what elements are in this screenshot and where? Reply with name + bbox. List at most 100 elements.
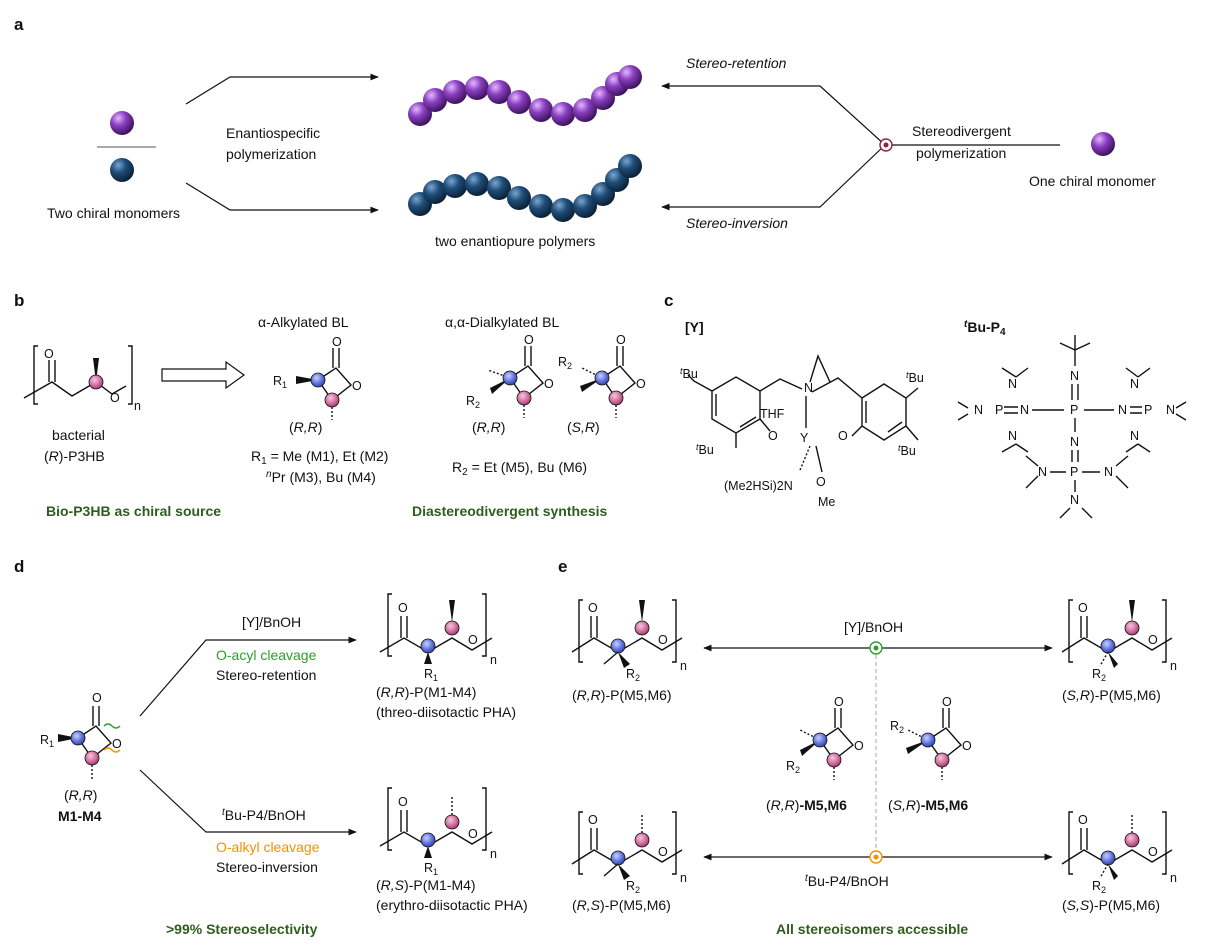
panel-d-letter: d <box>14 557 24 576</box>
svg-text:tBu: tBu <box>906 370 924 385</box>
svg-text:O: O <box>658 845 668 859</box>
svg-text:P: P <box>995 403 1003 417</box>
arrow-stereo-retention <box>661 82 886 146</box>
svg-text:N: N <box>1070 369 1079 383</box>
d-monomer-name: M1-M4 <box>58 808 102 824</box>
arrow-to-purple-polymer <box>185 73 379 105</box>
svg-text:O: O <box>468 827 478 841</box>
p4-label: tBu-P4 <box>964 319 1006 338</box>
svg-text:N: N <box>1008 429 1017 443</box>
svg-text:R1: R1 <box>424 861 438 877</box>
panel-d: d O O R1 (R,R) M1-M4 [Y]/BnOH O-acyl cle… <box>14 557 528 937</box>
p3hb-structure: O O n <box>23 345 141 413</box>
svg-text:O: O <box>616 333 626 347</box>
d-o-alkyl-label: O-alkyl cleavage <box>216 839 320 855</box>
d-o-acyl-label: O-acyl cleavage <box>216 647 317 663</box>
svg-text:N: N <box>1104 465 1113 479</box>
svg-text:n: n <box>1170 871 1177 885</box>
svg-text:N: N <box>1038 465 1047 479</box>
single-monomer-sphere <box>1091 132 1115 156</box>
svg-text:THF: THF <box>760 407 785 421</box>
svg-text:N: N <box>804 381 813 395</box>
e-polymer-br: O O R2 n <box>1061 811 1177 895</box>
alpha-alkylated-lactone: O O R1 <box>273 335 362 420</box>
e-catalyst-bottom: tBu-P4/BnOH <box>805 873 889 889</box>
svg-text:O: O <box>1148 845 1158 859</box>
panel-c: c [Y] tBu-P4 tBu tBu O THF N Y O (Me2HSi… <box>664 291 1187 519</box>
d-polymer-bottom-structure: O O R1 n <box>379 787 497 877</box>
svg-text:O: O <box>398 601 408 615</box>
svg-text:R2: R2 <box>626 667 640 683</box>
svg-text:n: n <box>1170 659 1177 673</box>
svg-text:O: O <box>332 335 342 349</box>
diastereodivergent-caption: Diastereodivergent synthesis <box>412 503 608 519</box>
panel-b-letter: b <box>14 291 24 310</box>
d-retention-label: Stereo-retention <box>216 667 316 683</box>
svg-text:N: N <box>1118 403 1127 417</box>
d-polymer-bottom-label: (R,S)-P(M1-M4) <box>376 877 476 893</box>
e-polymer-tl: O O R2 n <box>571 599 687 683</box>
svg-text:n: n <box>134 399 141 413</box>
e-monomer-rr: O O R2 <box>786 695 864 780</box>
stereo-inversion-label: Stereo-inversion <box>686 215 788 231</box>
e-caption: All stereoisomers accessible <box>776 921 968 937</box>
svg-text:R2: R2 <box>626 879 640 895</box>
svg-text:n: n <box>490 847 497 861</box>
svg-text:R1: R1 <box>40 733 54 749</box>
svg-text:O: O <box>112 737 122 751</box>
svg-text:R2: R2 <box>1092 879 1106 895</box>
navy-polymer-chain <box>408 154 642 222</box>
dialkyl-config-sr: (S,R) <box>567 419 600 435</box>
d-catalyst-bottom: tBu-P4/BnOH <box>222 807 306 823</box>
svg-text:O: O <box>962 739 972 753</box>
svg-text:O: O <box>768 429 778 443</box>
me-label: Me <box>818 495 835 509</box>
enantiospecific-label: Enantiospecific <box>226 125 320 141</box>
svg-text:O: O <box>588 813 598 827</box>
tbu-p4-structure: N P N N P P N N N N N N N P N N N <box>957 335 1187 519</box>
svg-text:O: O <box>942 695 952 709</box>
stereodivergent-label-2: polymerization <box>916 145 1006 161</box>
e-monomer-sr-label: (S,R)-M5,M6 <box>888 797 968 813</box>
e-polymer-tr: O O R2 n <box>1061 599 1177 683</box>
bacterial-label: bacterial <box>52 427 105 443</box>
svg-text:R2: R2 <box>558 355 572 371</box>
svg-text:O: O <box>838 429 848 443</box>
r1-definition-2: nPr (M3), Bu (M4) <box>266 469 376 485</box>
svg-text:O: O <box>834 695 844 709</box>
alpha-config: (R,R) <box>289 419 322 435</box>
d-polymer-top-sub: (threo-diisotactic PHA) <box>376 704 516 720</box>
svg-text:n: n <box>490 653 497 667</box>
hollow-arrow <box>161 360 246 390</box>
svg-text:O: O <box>110 391 120 405</box>
svg-text:O: O <box>816 475 826 489</box>
svg-text:P: P <box>1144 403 1152 417</box>
e-polymer-br-label: (S,S)-P(M5,M6) <box>1062 897 1160 913</box>
one-monomer-label: One chiral monomer <box>1029 173 1156 189</box>
svg-text:N: N <box>1070 493 1079 507</box>
svg-text:O: O <box>544 377 554 391</box>
svg-text:R1: R1 <box>424 667 438 683</box>
e-polymer-tl-label: (R,R)-P(M5,M6) <box>572 687 672 703</box>
svg-text:O: O <box>352 379 362 393</box>
svg-text:O: O <box>1148 633 1158 647</box>
svg-text:N: N <box>1130 429 1139 443</box>
bio-p3hb-caption: Bio-P3HB as chiral source <box>46 503 221 519</box>
d-catalyst-top: [Y]/BnOH <box>242 614 301 630</box>
d-polymer-bottom-sub: (erythro-diisotactic PHA) <box>376 897 528 913</box>
svg-text:tBu: tBu <box>696 442 714 457</box>
svg-text:tBu: tBu <box>680 366 698 381</box>
svg-text:O: O <box>44 347 54 361</box>
d-monomer-config: (R,R) <box>64 787 97 803</box>
svg-text:O: O <box>854 739 864 753</box>
svg-text:Y: Y <box>800 431 809 445</box>
svg-text:O: O <box>524 333 534 347</box>
svg-text:R2: R2 <box>466 394 480 410</box>
svg-text:N: N <box>1020 403 1029 417</box>
svg-text:n: n <box>680 871 687 885</box>
arrow-stereo-inversion <box>661 144 886 211</box>
two-monomers-label: Two chiral monomers <box>47 205 180 221</box>
stereodivergent-label: Stereodivergent <box>912 123 1011 139</box>
svg-text:P: P <box>1070 465 1078 479</box>
